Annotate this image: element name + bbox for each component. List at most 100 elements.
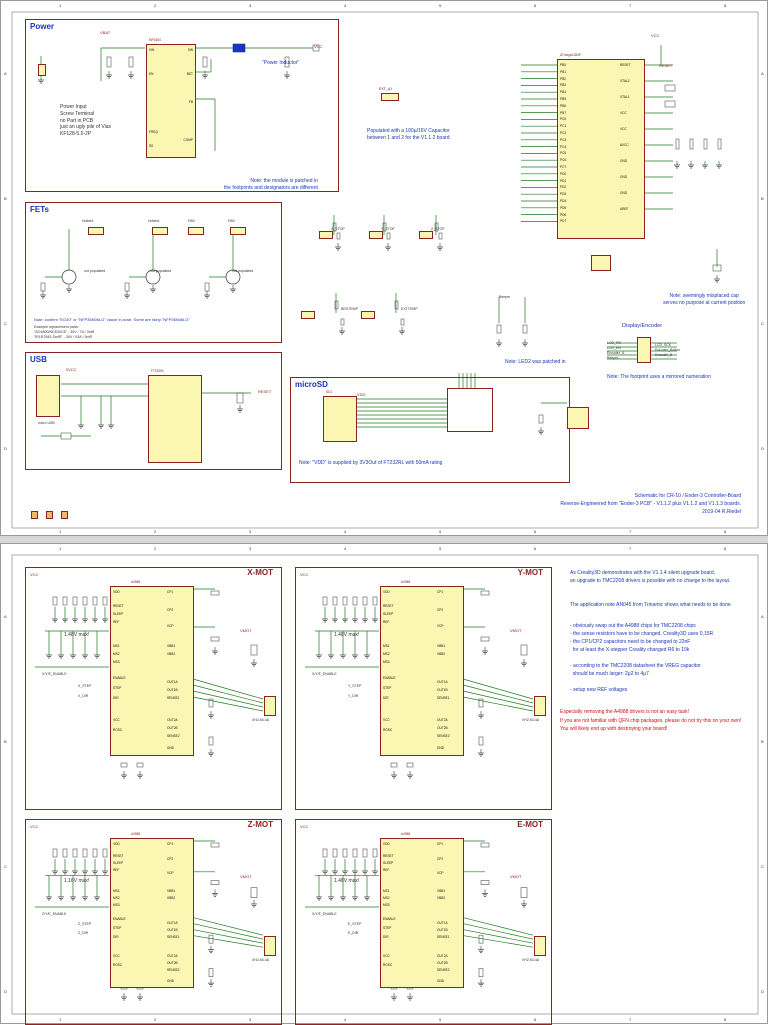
component <box>340 318 345 326</box>
a4988-pin-right: GND <box>437 978 445 983</box>
atmega-pin: GND <box>620 159 628 163</box>
zone-number-top: 7 <box>629 546 632 551</box>
display-signal: LCD_SCK <box>655 343 672 347</box>
component <box>332 222 337 232</box>
atmega-pin: PC2 <box>560 131 567 135</box>
thermistor-label: EXTTEMP <box>401 307 418 311</box>
page-separator <box>0 536 768 543</box>
zone-number-bottom: 8 <box>724 529 727 534</box>
zone-number-top: 2 <box>154 3 157 8</box>
wire <box>462 684 534 704</box>
fets-confirm-note: Note: confirm "EG40" or "NFP36N06LG" cau… <box>34 317 190 322</box>
zone-letter-left: B <box>4 739 7 744</box>
component <box>434 222 439 232</box>
power-net-vbat: VBAT <box>100 30 111 35</box>
a4988-pin-left: MS3 <box>113 903 120 908</box>
component <box>372 596 378 606</box>
atmega-pin: XTAL2 <box>620 79 630 83</box>
atmega-pin: GND <box>620 191 628 195</box>
atmega-pin: PC4 <box>560 144 567 149</box>
atmega-pin: PB6 <box>560 103 567 108</box>
zone-letter-right: D <box>761 446 764 451</box>
component <box>717 138 722 150</box>
zone-number-bottom: 6 <box>534 1017 537 1022</box>
a4988-pin-left: MS3 <box>383 903 390 908</box>
a4988-pin-left: DIR <box>383 934 389 939</box>
a4988-pin-left: VDD <box>383 841 390 846</box>
wire <box>462 696 534 712</box>
atmega-pin: AREF <box>620 207 629 211</box>
a4988-pin-right: CP2 <box>167 608 174 612</box>
component <box>208 968 214 977</box>
a4988-pin-left: STEP <box>113 926 122 930</box>
title-block: Schematic for CR-10 / Ender-3 Controller… <box>560 493 741 515</box>
zone-letter-right: A <box>761 71 764 76</box>
a4988-pin-left: MS1 <box>113 644 120 648</box>
tmc-warning-note: Especially removing the A4988 drivers is… <box>560 709 742 732</box>
component <box>406 762 414 768</box>
step-net: Y_STEP <box>348 684 362 688</box>
zone-number-bottom: 1 <box>59 1017 62 1022</box>
wire <box>462 690 534 708</box>
component <box>438 232 443 240</box>
a4988-label: A4988 <box>401 580 411 584</box>
fet-not-populated-3: not populated <box>232 269 254 273</box>
usb-conn-name: micro USB <box>38 421 55 425</box>
a4988-pin-left: DIR <box>113 696 119 700</box>
microsd-title: microSD <box>295 380 328 389</box>
beeper-label: Beeper <box>499 295 511 299</box>
a4988-pin-right: VBB2 <box>167 652 176 656</box>
display-note: Note: The footprint uses a mirrored nume… <box>607 374 711 380</box>
a4988-pin-right: OUT2B <box>167 961 178 966</box>
microsd-block: microSD SD1 VDD Note: "VDD" is supplied … <box>290 377 570 483</box>
component <box>11 554 759 1015</box>
endstop-label: Z_STOP <box>431 227 445 231</box>
component <box>352 848 358 858</box>
zone-number-bottom: 1 <box>59 529 62 534</box>
vref-note: 1.16V max! <box>64 877 90 884</box>
zone-number-top: 2 <box>154 546 157 551</box>
a4988-pin-left: VCC <box>383 954 390 959</box>
component <box>202 56 208 68</box>
atmega-pin: PD1 <box>560 178 567 183</box>
mp1584-pin-freq: FREQ <box>149 130 158 134</box>
component <box>394 300 399 310</box>
zone-number-bottom: 2 <box>154 529 157 534</box>
component <box>62 848 68 858</box>
a4988-pin-left: SLEEP <box>113 860 124 865</box>
component <box>106 56 112 68</box>
zone-number-top: 8 <box>724 546 727 551</box>
atmega-pin: AVCC <box>620 143 629 147</box>
motor-connector-label: XH2.54-4A <box>252 958 270 962</box>
zone-number-top: 1 <box>59 3 62 8</box>
wire <box>192 678 264 700</box>
zone-number-top: 1 <box>59 546 62 551</box>
vmot-net: VMOT <box>510 628 522 633</box>
usb-net-reset: RESET <box>258 389 272 394</box>
zone-number-bottom: 8 <box>724 1017 727 1022</box>
dir-net: X_DIR <box>78 694 89 698</box>
a4988-pin-left: VCC <box>383 718 390 722</box>
component <box>664 100 676 108</box>
display-signal: Encoder_A <box>607 351 625 355</box>
a4988-pin-right: SENSE2 <box>437 968 450 973</box>
atmega-pin: PC1 <box>560 124 567 129</box>
zone-number-bottom: 7 <box>629 1017 632 1022</box>
fet-label-hotbed: Hotbed <box>82 219 94 223</box>
display-title: Display/Encoder <box>622 323 663 329</box>
component <box>72 596 78 606</box>
atmega-pin: PD6 <box>560 212 567 217</box>
mp1584-label: MP1584 <box>149 38 161 42</box>
component <box>478 968 484 977</box>
component <box>390 762 398 768</box>
component <box>362 596 368 606</box>
motor-connector-label: XH2.54-4A <box>522 958 540 962</box>
component <box>332 596 338 606</box>
a4988-pin-right: OUT2A <box>167 954 178 959</box>
zone-number-top: 4 <box>344 3 347 8</box>
ft232rl-label: FT232RL <box>151 369 165 373</box>
mp1584-chip: MP1584 VIN EN FREQ SS SW BST FB COMP <box>146 38 196 158</box>
driver-title: Y-MOT <box>517 568 543 577</box>
component <box>102 848 108 858</box>
